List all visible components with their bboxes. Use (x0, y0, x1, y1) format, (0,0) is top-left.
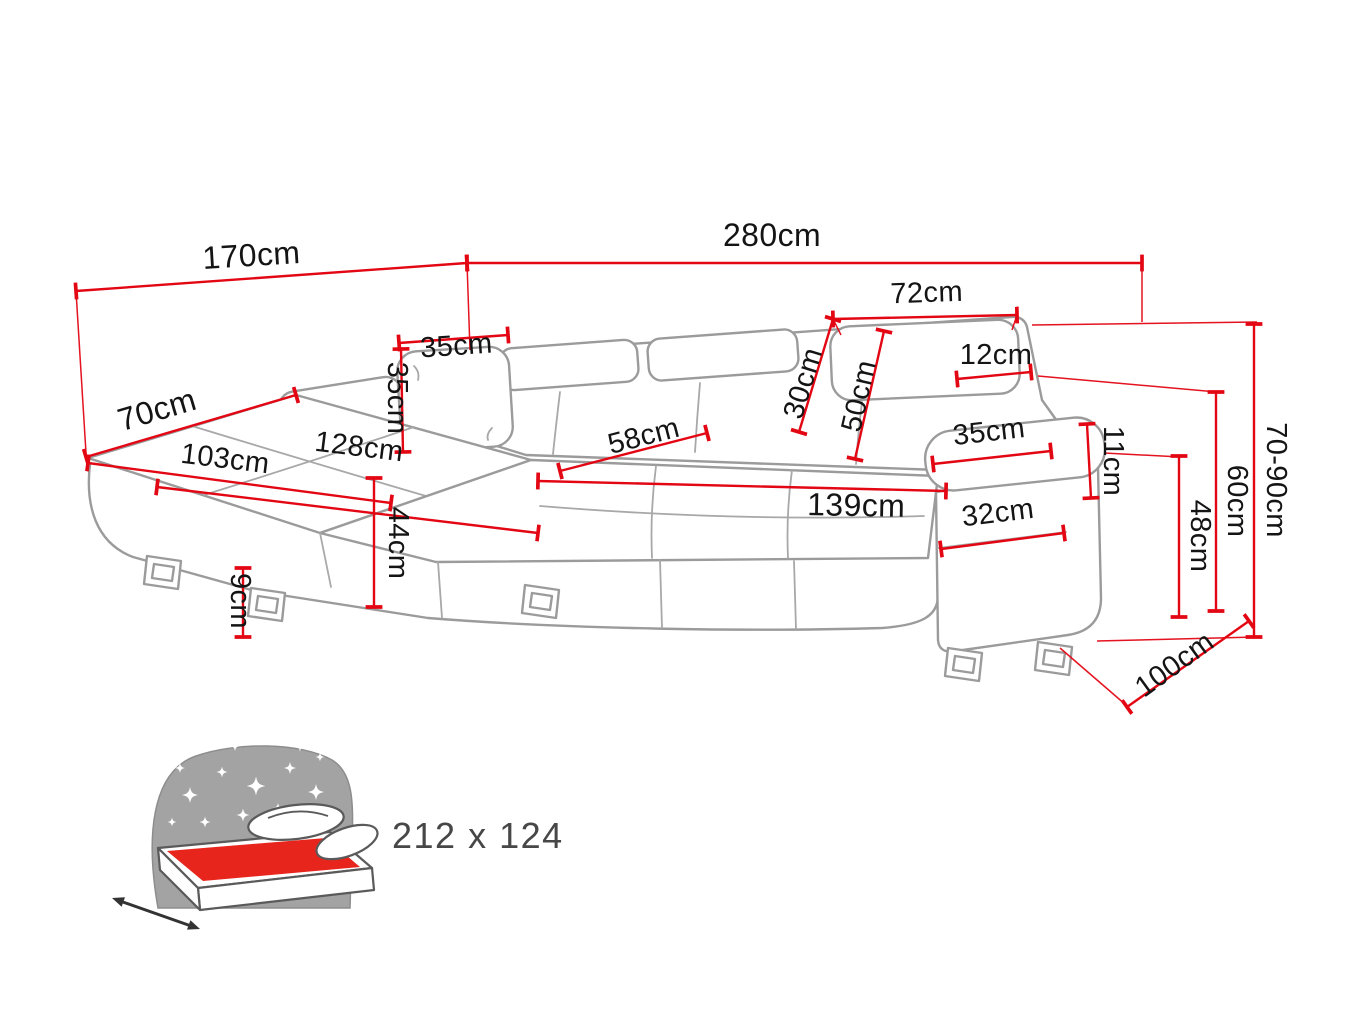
dim-line-12 (954, 363, 1034, 388)
dim-armrest-height-label: 48cm (1184, 500, 1216, 573)
unfold-arrow-head (187, 920, 200, 930)
dim-back-depth-left-label: 170cm (201, 234, 301, 276)
dim-pillow-height-label: 35cm (381, 362, 413, 435)
blanket-roll (315, 823, 379, 861)
sofa-legs (142, 554, 1074, 683)
dim-overall-height-range-label: 70-90cm (1260, 422, 1292, 538)
dim-line-50 (846, 327, 893, 463)
dim-line-72 (830, 306, 1020, 328)
extension-line (1037, 375, 1218, 393)
unfold-arrow-head (112, 897, 125, 907)
dim-seat-height-label: 44cm (382, 507, 414, 580)
leg (1033, 640, 1074, 677)
base-seam (793, 560, 797, 630)
unfold-arrow (119, 899, 195, 929)
dim-line-35-pillow-h (392, 346, 412, 455)
dim-line-100 (1120, 613, 1256, 715)
pillow-crease (486, 427, 493, 441)
seat-tuft-line (539, 505, 925, 519)
dim-total-depth-right-label: 100cm (1129, 626, 1220, 704)
base-seam (319, 532, 332, 588)
extension-line (1096, 636, 1257, 642)
dim-line-170 (73, 254, 470, 300)
base-seam (659, 559, 663, 629)
dim-line-58 (556, 424, 711, 480)
sleeping-function-icon (112, 740, 379, 930)
dim-line-128 (154, 478, 541, 542)
mattress-left-face (156, 846, 202, 912)
dim-line-32 (938, 524, 1067, 558)
dim-backrest-side-height-label: 60cm (1221, 465, 1253, 538)
mattress-surface-highlight (167, 838, 360, 881)
pillow-crease (413, 365, 420, 381)
base-seam (437, 561, 443, 619)
dim-line-35-pillow-w (396, 326, 511, 352)
leg (520, 583, 561, 620)
sofa-base (87, 462, 941, 631)
dim-armrest-pad-thickness-label: 11cm (1097, 426, 1129, 496)
backrest-seam (552, 391, 561, 455)
dim-leg-height-label: 9cm (224, 573, 256, 629)
dim-pillow-width-label: 35cm (419, 328, 494, 365)
dim-line-70 (81, 386, 301, 466)
extension-line (75, 290, 87, 454)
extension-line (1059, 647, 1127, 706)
leg (142, 554, 183, 591)
dim-line-35-armrest (930, 442, 1054, 473)
blanket-fold (267, 810, 329, 819)
dimension-lines (73, 254, 1263, 715)
leg (943, 646, 984, 683)
bed-sleeping-area-label: 212 x 124 (392, 815, 564, 856)
extension-line (1031, 321, 1258, 326)
armrest-body (934, 466, 1103, 653)
headrest-panel-left (498, 338, 640, 392)
dim-seat-width-label: 139cm (807, 486, 906, 524)
extension-line (1103, 452, 1182, 458)
dim-line-139 (535, 472, 949, 500)
dim-line-30 (790, 314, 842, 437)
dim-total-width-label: 280cm (723, 217, 821, 253)
dim-headrest-width-label: 72cm (890, 276, 964, 311)
dim-headrest-thickness-label: 12cm (960, 339, 1033, 371)
dim-line-11 (1078, 421, 1100, 501)
